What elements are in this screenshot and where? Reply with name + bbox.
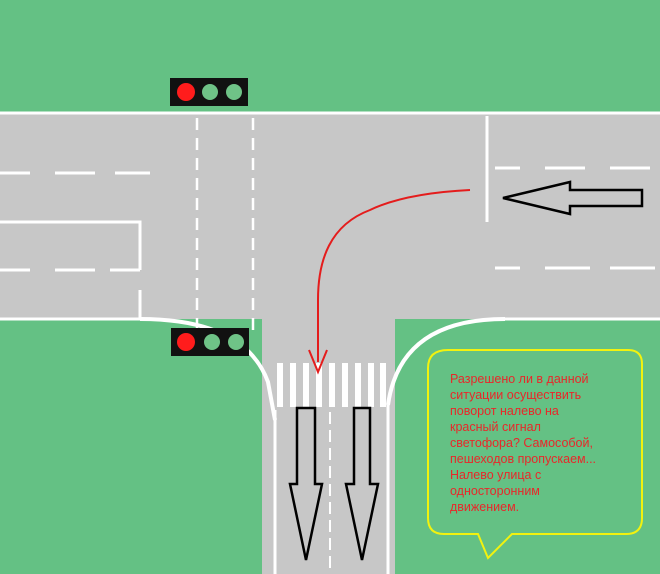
arrow-down-icon	[288, 406, 324, 561]
callout-line: ситуации осуществить	[450, 388, 582, 402]
callout-line: пешеходов пропускаем...	[450, 452, 597, 466]
traffic-light-top	[170, 78, 248, 106]
lane-dashes-upper	[0, 166, 650, 175]
main-road	[0, 113, 660, 319]
callout-text: Разрешено ли в данной ситуации осуществи…	[450, 371, 630, 515]
callout-line: односторонним	[450, 484, 540, 498]
traffic-light-bottom	[171, 328, 249, 356]
side-road	[262, 319, 395, 574]
callout-bubble	[427, 349, 643, 560]
turn-path-arrowhead	[308, 349, 328, 375]
callout-line: поворот налево на	[450, 404, 559, 418]
callout-line: движением.	[450, 500, 520, 514]
grass-corner-left	[0, 319, 262, 574]
turn-path	[317, 189, 471, 362]
arrow-down-icon	[344, 406, 380, 561]
signal-green-bottom-1	[204, 334, 220, 350]
curb-corner-right	[386, 317, 506, 406]
arrow-left-icon	[502, 180, 644, 216]
lane-dashes-lower	[0, 266, 655, 272]
signal-green-top-2	[226, 84, 242, 100]
callout-line: Налево улица с	[450, 468, 542, 482]
callout-line: светофора? Самособой,	[450, 436, 593, 450]
signal-red-top	[177, 83, 195, 101]
zebra-crossing	[277, 363, 386, 407]
callout-line: Разрешено ли в данной	[450, 372, 589, 386]
signal-green-top-1	[202, 84, 218, 100]
signal-green-bottom-2	[228, 334, 244, 350]
left-lane-edge	[0, 220, 142, 270]
callout-line: красный сигнал	[450, 420, 541, 434]
signal-red-bottom	[177, 333, 195, 351]
